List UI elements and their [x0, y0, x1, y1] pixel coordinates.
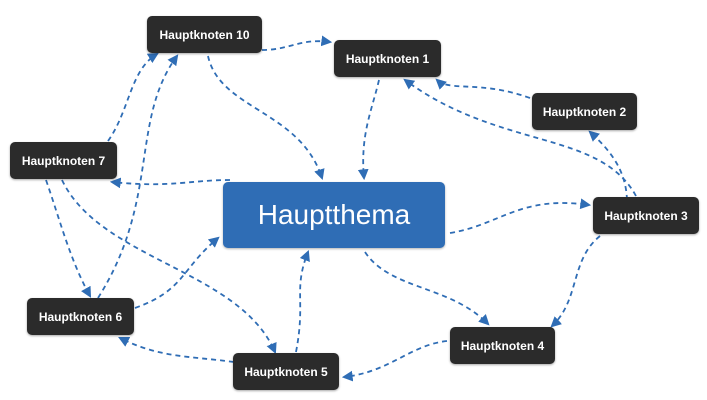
edge-7-to-10	[107, 52, 159, 142]
node-hauptknoten-4[interactable]: Hauptknoten 4	[450, 327, 555, 364]
edge-5-to-center	[295, 249, 310, 353]
central-topic-hauptthema[interactable]: Hauptthema	[223, 182, 445, 248]
node-hauptknoten-6[interactable]: Hauptknoten 6	[27, 298, 134, 335]
edge-center-to-3	[449, 198, 592, 234]
edge-3-to-1	[403, 78, 637, 197]
edge-3-to-2	[588, 130, 628, 201]
edge-4-to-5	[341, 340, 448, 382]
node-hauptknoten-1[interactable]: Hauptknoten 1	[334, 40, 441, 77]
edge-6-to-10	[97, 54, 179, 299]
edge-center-to-7	[109, 177, 231, 189]
node-hauptknoten-2[interactable]: Hauptknoten 2	[532, 93, 637, 130]
edge-7-to-5	[61, 179, 277, 354]
edge-2-to-1	[435, 78, 531, 99]
edge-6-to-center	[134, 236, 220, 309]
node-hauptknoten-5[interactable]: Hauptknoten 5	[233, 353, 339, 390]
edge-7-to-6	[45, 179, 92, 298]
edge-10-to-1	[261, 35, 333, 51]
edge-5-to-6	[118, 337, 235, 363]
edge-1-to-center	[357, 79, 380, 181]
node-hauptknoten-7[interactable]: Hauptknoten 7	[10, 142, 117, 179]
edge-center-to-4	[364, 251, 490, 326]
edge-10-to-center	[207, 55, 325, 181]
node-hauptknoten-3[interactable]: Hauptknoten 3	[593, 197, 699, 234]
node-hauptknoten-10[interactable]: Hauptknoten 10	[147, 16, 262, 53]
edge-3-to-4	[550, 235, 601, 328]
